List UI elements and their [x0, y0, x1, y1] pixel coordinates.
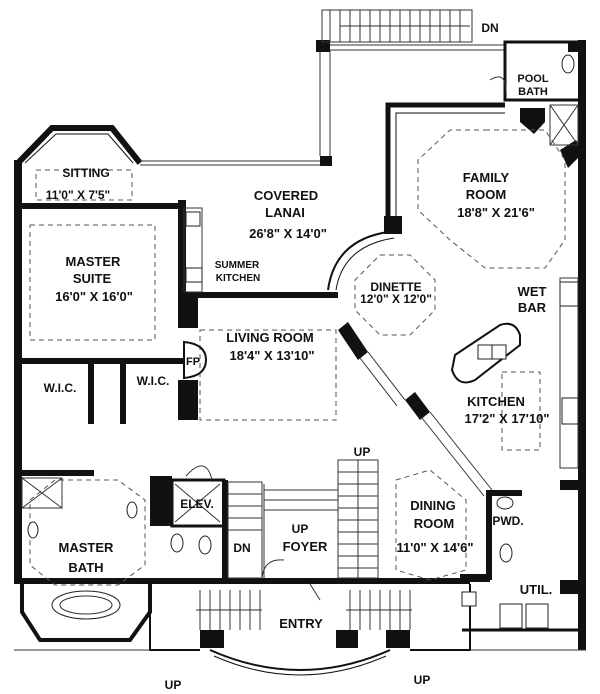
entry-label: ENTRY: [279, 616, 323, 631]
living-room-name: LIVING ROOM: [226, 330, 313, 345]
kitchen-name: KITCHEN: [467, 394, 525, 409]
wic-left-label: W.I.C.: [44, 381, 77, 395]
master-bath-name-1: MASTER: [59, 540, 115, 555]
sitting-dims: 11'0" X 7'5": [46, 188, 110, 202]
stairs-graphics: [196, 9, 473, 630]
fireplace-label: FP: [186, 356, 200, 368]
master-suite-name-2: SUITE: [73, 271, 112, 286]
pool-bath-name-1: POOL: [517, 73, 548, 85]
dining-dims: 11'0" X 14'6": [396, 540, 473, 555]
dining-name-2: ROOM: [414, 516, 454, 531]
kitchen-dims: 17'2" X 17'10": [464, 411, 549, 426]
ceiling-outlines: [29, 129, 566, 586]
master-suite-dims: 16'0" X 16'0": [55, 289, 133, 304]
summer-kitchen-name-2: KITCHEN: [216, 273, 260, 284]
stair-up-center: UP: [354, 445, 371, 459]
lanai-dims: 26'8" X 14'0": [249, 226, 327, 241]
pool-bath-name-2: BATH: [518, 86, 548, 98]
family-dims: 18'8" X 21'6": [457, 205, 535, 220]
stair-up-bottom-left: UP: [165, 678, 182, 692]
foyer-label: FOYER: [283, 539, 328, 554]
utility-label: UTIL.: [520, 582, 553, 597]
stair-up-foyer: UP: [292, 522, 309, 536]
family-name-1: FAMILY: [463, 170, 510, 185]
dinette-name: DINETTE: [370, 280, 421, 294]
wic-right-label: W.I.C.: [137, 374, 170, 388]
walls: [14, 40, 586, 676]
living-room-dims: 18'4" X 13'10": [229, 348, 314, 363]
stair-dn-top: DN: [481, 21, 498, 35]
summer-kitchen-name-1: SUMMER: [215, 260, 260, 271]
wet-bar-name-1: WET: [518, 284, 547, 299]
lanai-name-1: COVERED: [254, 188, 318, 203]
master-bath-name-2: BATH: [68, 560, 103, 575]
elevator-label: ELEV.: [180, 497, 214, 511]
fixtures: [21, 54, 579, 629]
powder-label: PWD.: [492, 514, 523, 528]
family-name-2: ROOM: [466, 187, 506, 202]
dining-name-1: DINING: [410, 498, 456, 513]
stair-dn-foyer: DN: [233, 541, 250, 555]
stair-up-bottom-right: UP: [414, 673, 431, 687]
dinette-dims: 12'0" X 12'0": [360, 292, 432, 306]
room-labels: SITTING 11'0" X 7'5" COVERED LANAI 26'8"…: [44, 73, 553, 631]
wet-bar-name-2: BAR: [518, 300, 547, 315]
sitting-name: SITTING: [62, 166, 109, 180]
lanai-name-2: LANAI: [265, 205, 305, 220]
stair-labels: DN UP UP DN UP UP: [165, 21, 499, 692]
master-suite-name-1: MASTER: [66, 254, 122, 269]
